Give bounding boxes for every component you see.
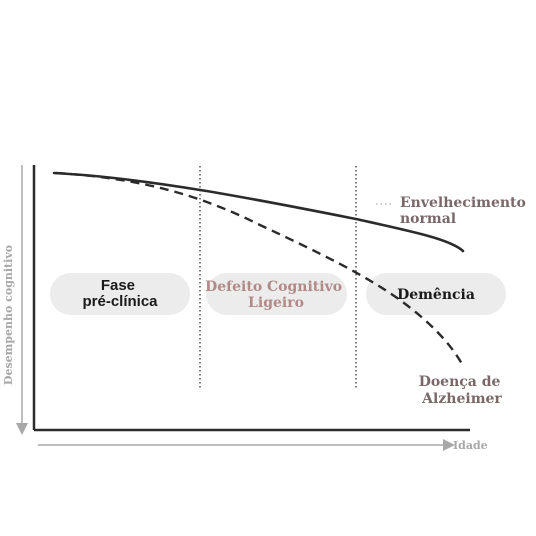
alzheimer-label-line2: Alzheimer	[421, 391, 502, 407]
phase-pill-preclinical	[50, 273, 190, 315]
phase-label-dementia-line1: Demência	[397, 287, 475, 303]
phase-label-mci: Defeito Cognitivo Ligeiro	[205, 279, 347, 311]
normal-aging-label-line1: Envelhecimento	[400, 195, 526, 211]
phase-label-mci-line2: Ligeiro	[248, 295, 304, 311]
alzheimer-label-line1: Doença de	[419, 374, 501, 390]
phase-label-preclinical-line1: Fase	[101, 277, 135, 294]
alzheimer-label: Doença de Alzheimer	[419, 374, 506, 407]
phase-label-dementia: Demência	[397, 287, 475, 303]
normal-aging-label-line2: normal	[400, 211, 456, 227]
phase-pill-dementia	[366, 273, 506, 315]
phase-label-mci-line1: Defeito Cognitivo	[205, 279, 342, 295]
normal-aging-label: Envelhecimento normal	[400, 195, 531, 227]
phase-label-preclinical-line2: pré-clínica	[82, 293, 158, 310]
alzheimer-curve	[55, 171, 464, 365]
x-axis-label: Idade	[453, 439, 488, 452]
phase-pill-mci	[206, 273, 347, 315]
y-axis-label: Desempenho cognitivo	[2, 245, 15, 385]
phase-label-preclinical: Fase pré-clínica	[82, 277, 158, 310]
normal-aging-curve	[52, 171, 465, 253]
